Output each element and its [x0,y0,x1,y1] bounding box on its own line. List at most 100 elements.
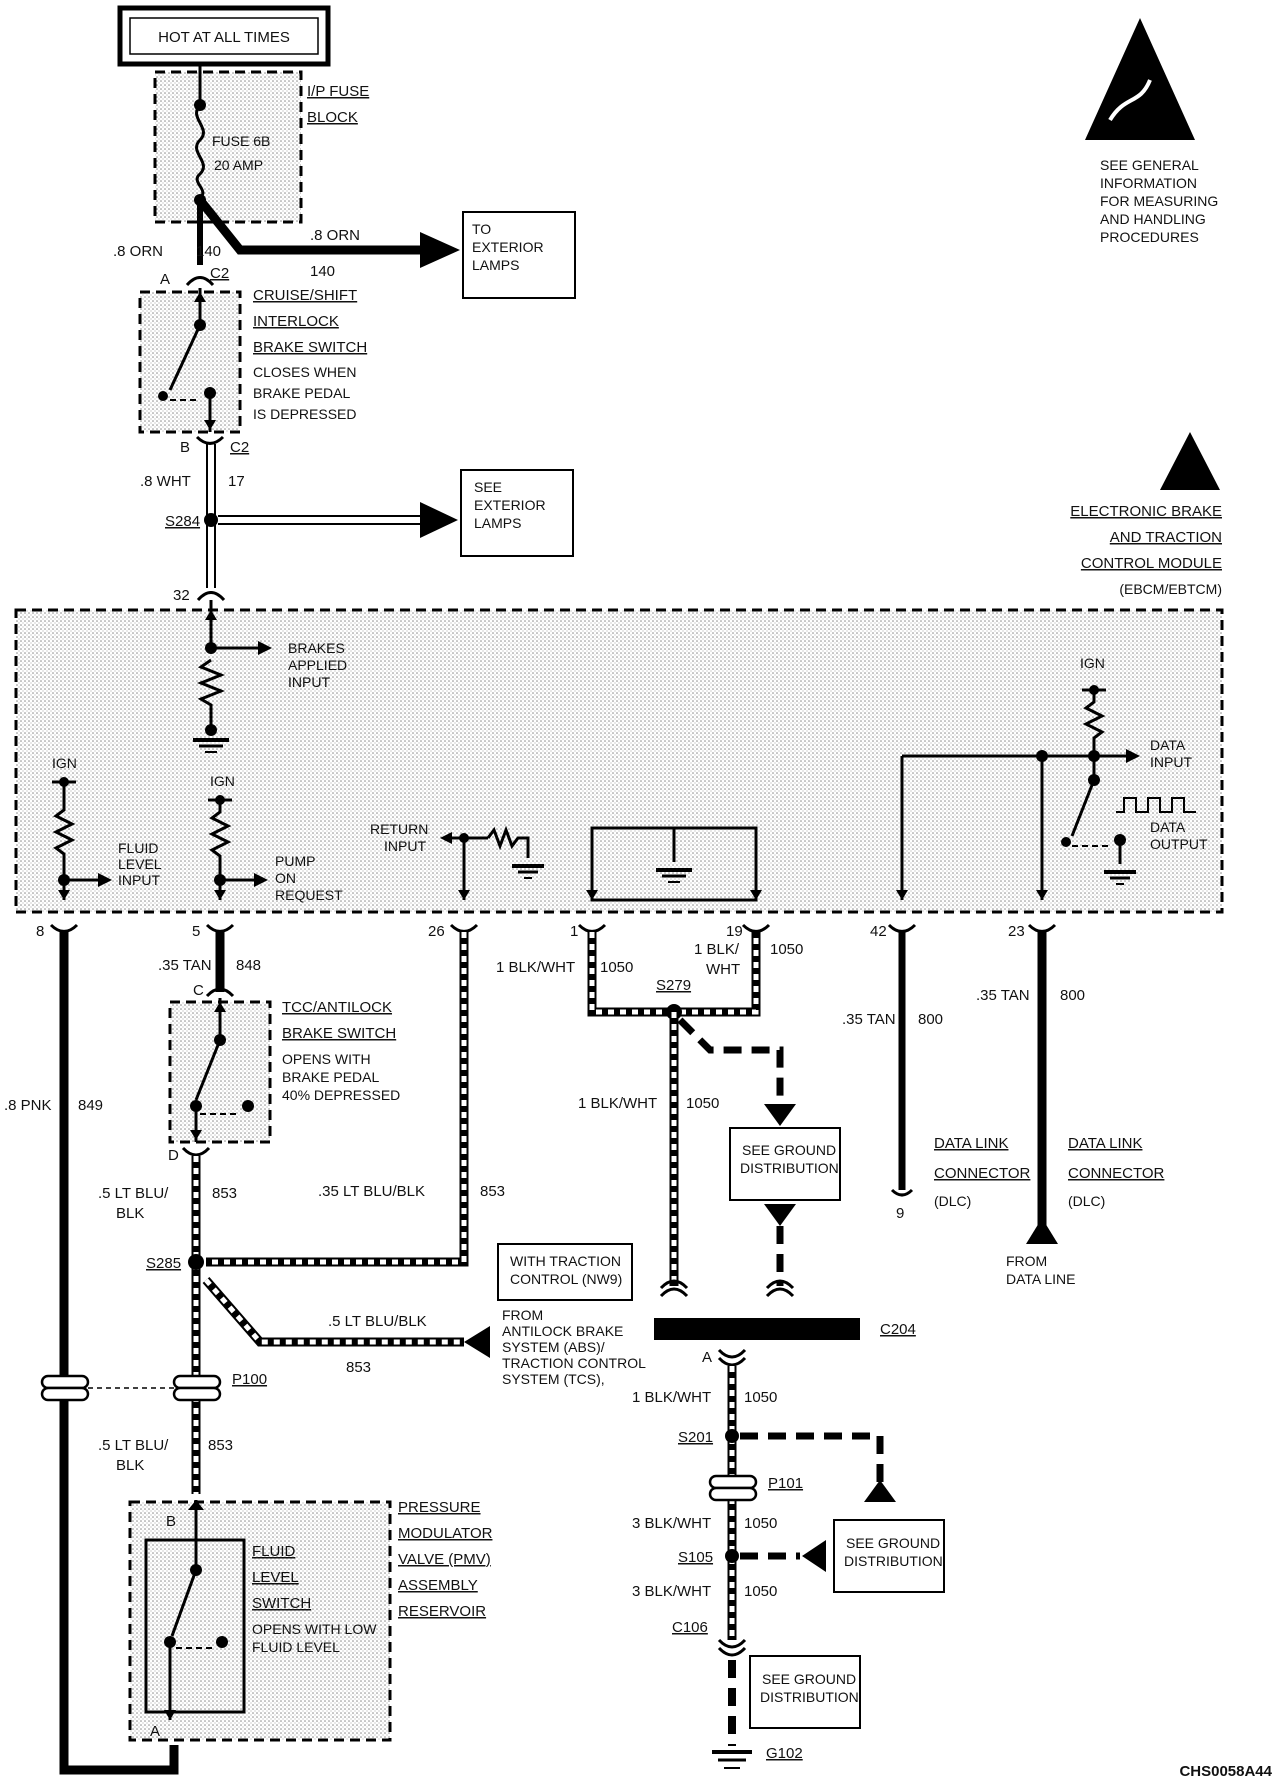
esd-note-3: FOR MEASURING [1100,193,1218,209]
g102-label: G102 [766,1745,803,1762]
pump-request-2: ON [275,870,296,886]
cruise-switch-line-5: BRAKE PEDAL [253,385,350,401]
wire-blk-19-gauge-2: WHT [706,961,740,978]
to-ext-lamps-1: TO [472,221,491,237]
module-title-4: (EBCM/EBTCM) [1119,581,1222,597]
wire-tan-848-circuit: 848 [236,957,261,974]
connector-c2-bottom: B C2 [180,435,249,456]
arrow-to-exterior-lamps-icon [420,232,460,268]
c204-label: C204 [880,1321,916,1338]
fluid-level-input-2: LEVEL [118,856,162,872]
brakes-applied-3: INPUT [288,674,330,690]
splice-s284: S284 [165,513,200,530]
wire-ltblu-top-gauge-1: .5 LT BLU/ [98,1185,169,1202]
wire-pnk-circuit: 849 [78,1097,103,1114]
wire-blk3-b-circuit: 1050 [744,1583,777,1600]
see-ground-2-line-2: DISTRIBUTION [844,1553,943,1569]
wire-848-tan: .35 TAN 848 C [158,932,261,999]
see-ground-distribution-box-3: SEE GROUND DISTRIBUTION [749,1655,861,1729]
traction-box-2: CONTROL (NW9) [510,1271,622,1287]
see-ground-3-line-2: DISTRIBUTION [760,1689,859,1705]
arrow-to-see-exterior-lamps-icon [420,502,458,538]
from-abs-5: SYSTEM (TCS), [502,1371,605,1387]
dlc-left-2: CONNECTOR [934,1165,1031,1182]
ebcm-module-box [14,608,1224,914]
fuse-block-title-1: I/P FUSE [307,83,369,100]
pmv-pin-b: B [166,1513,176,1530]
cruise-shift-interlock-switch: CRUISE/SHIFT INTERLOCK BRAKE SWITCH CLOS… [138,287,367,434]
tcc-pin-c: C [193,982,204,999]
from-data-line-2: DATA LINE [1006,1271,1076,1287]
pin-42-label: 42 [870,923,887,940]
esd-warning: SEE GENERAL INFORMATION FOR MEASURING AN… [1085,18,1218,245]
wire-tan-23-gauge: .35 TAN [976,987,1030,1004]
wire-800-tan-pin42: .35 TAN 800 9 DATA LINK CONNECTOR (DLC) [842,932,1031,1222]
pmv-3: VALVE (PMV) [398,1551,491,1568]
cruise-switch-line-2: INTERLOCK [253,313,339,330]
fuse-label: FUSE 6B [212,133,270,149]
pmv-2: MODULATOR [398,1525,493,1542]
fluid-level-input-circuit: IGN FLUID LEVEL INPUT [52,755,162,900]
see-ext-lamps-3: LAMPS [474,515,521,531]
wire-tan-23-circuit: 800 [1060,987,1085,1004]
fluid-level-input-1: FLUID [118,840,158,856]
pin-8-label: 8 [36,923,44,940]
dlc-right-1: DATA LINK [1068,1135,1142,1152]
lower-ground-chain: 1 BLK/WHT 1050 S201 P101 3 BLK/WHT 1050 … [632,1366,896,1769]
return-input-2: INPUT [384,838,426,854]
fluid-switch-2: LEVEL [252,1569,299,1586]
connector-pin-32: 32 [173,587,226,604]
module-title-1: ELECTRONIC BRAKE [1070,503,1222,520]
tcc-switch-line-4: BRAKE PEDAL [282,1069,379,1085]
pin-26-label: 26 [428,923,445,940]
pmv-5: RESERVOIR [398,1603,486,1620]
wire-blk-1050-b-circuit: 1050 [744,1389,777,1406]
cruise-switch-line-6: IS DEPRESSED [253,406,356,422]
cruise-switch-line-4: CLOSES WHEN [253,364,356,380]
c2-bottom-label: C2 [230,439,249,456]
see-ground-distribution-box-1: SEE GROUND DISTRIBUTION [729,1127,841,1286]
brakes-applied-2: APPLIED [288,657,347,673]
wire-ltblu-26-gauge: .35 LT BLU/BLK [318,1183,425,1200]
arrow-to-see-ground-2-icon [802,1540,826,1572]
module-pin-connectors: 8 5 26 1 19 42 23 [36,923,1057,940]
arrow-from-ground-distribution-icon [864,1480,896,1502]
wire-17-wht: .8 WHT 17 S284 [140,444,458,588]
tcc-pin-d: D [168,1147,179,1164]
pmv-4: ASSEMBLY [398,1577,478,1594]
tcc-antilock-brake-switch: TCC/ANTILOCK BRAKE SWITCH OPENS WITH BRA… [168,998,400,1164]
return-input-1: RETURN [370,821,428,837]
wire-ltblu-bot-circuit: 853 [208,1437,233,1454]
wire-blk3-b-gauge: 3 BLK/WHT [632,1583,711,1600]
brakes-applied-input-circuit: BRAKES APPLIED INPUT [193,600,347,753]
dlc-right-2: CONNECTOR [1068,1165,1165,1182]
wire-orn-right-gauge: .8 ORN [310,227,360,244]
pump-request-3: REQUEST [275,887,343,903]
pin-23-label: 23 [1008,923,1025,940]
arrow-from-abs-icon [464,1326,490,1358]
wire-tan-848-gauge: .35 TAN [158,957,212,974]
esd-note-5: PROCEDURES [1100,229,1199,245]
wire-ltblu-bot-gauge-2: BLK [116,1457,144,1474]
connector-c2-top: A C2 [160,265,229,288]
fluid-switch-4: OPENS WITH LOW [252,1621,377,1637]
see-ground-1-line-1: SEE GROUND [742,1142,836,1158]
arrow-from-data-line-icon [1026,1218,1058,1244]
cruise-switch-line-1: CRUISE/SHIFT [253,287,357,304]
wire-orn-right-circuit: 140 [310,263,335,280]
data-ign-label: IGN [1080,655,1105,671]
wire-blk-1050-b-gauge: 1 BLK/WHT [632,1389,711,1406]
see-ext-lamps-2: EXTERIOR [474,497,546,513]
wire-blk-main-circuit: 1050 [686,1095,719,1112]
data-link-circuit: IGN DATA INPUT DATA OUTPUT [896,655,1208,900]
with-traction-control-box: WITH TRACTION CONTROL (NW9) [497,1243,633,1301]
see-ground-2-line-1: SEE GROUND [846,1535,940,1551]
wire-ltblu-top-circuit: 853 [212,1185,237,1202]
tcc-switch-line-3: OPENS WITH [282,1051,371,1067]
module-title-3: CONTROL MODULE [1081,555,1222,572]
wire-800-tan-pin23: .35 TAN 800 DATA LINK CONNECTOR (DLC) FR… [976,932,1165,1287]
module-title: ELECTRONIC BRAKE AND TRACTION CONTROL MO… [1070,432,1222,597]
tcc-switch-line-2: BRAKE SWITCH [282,1025,396,1042]
pump-request-1: PUMP [275,853,315,869]
